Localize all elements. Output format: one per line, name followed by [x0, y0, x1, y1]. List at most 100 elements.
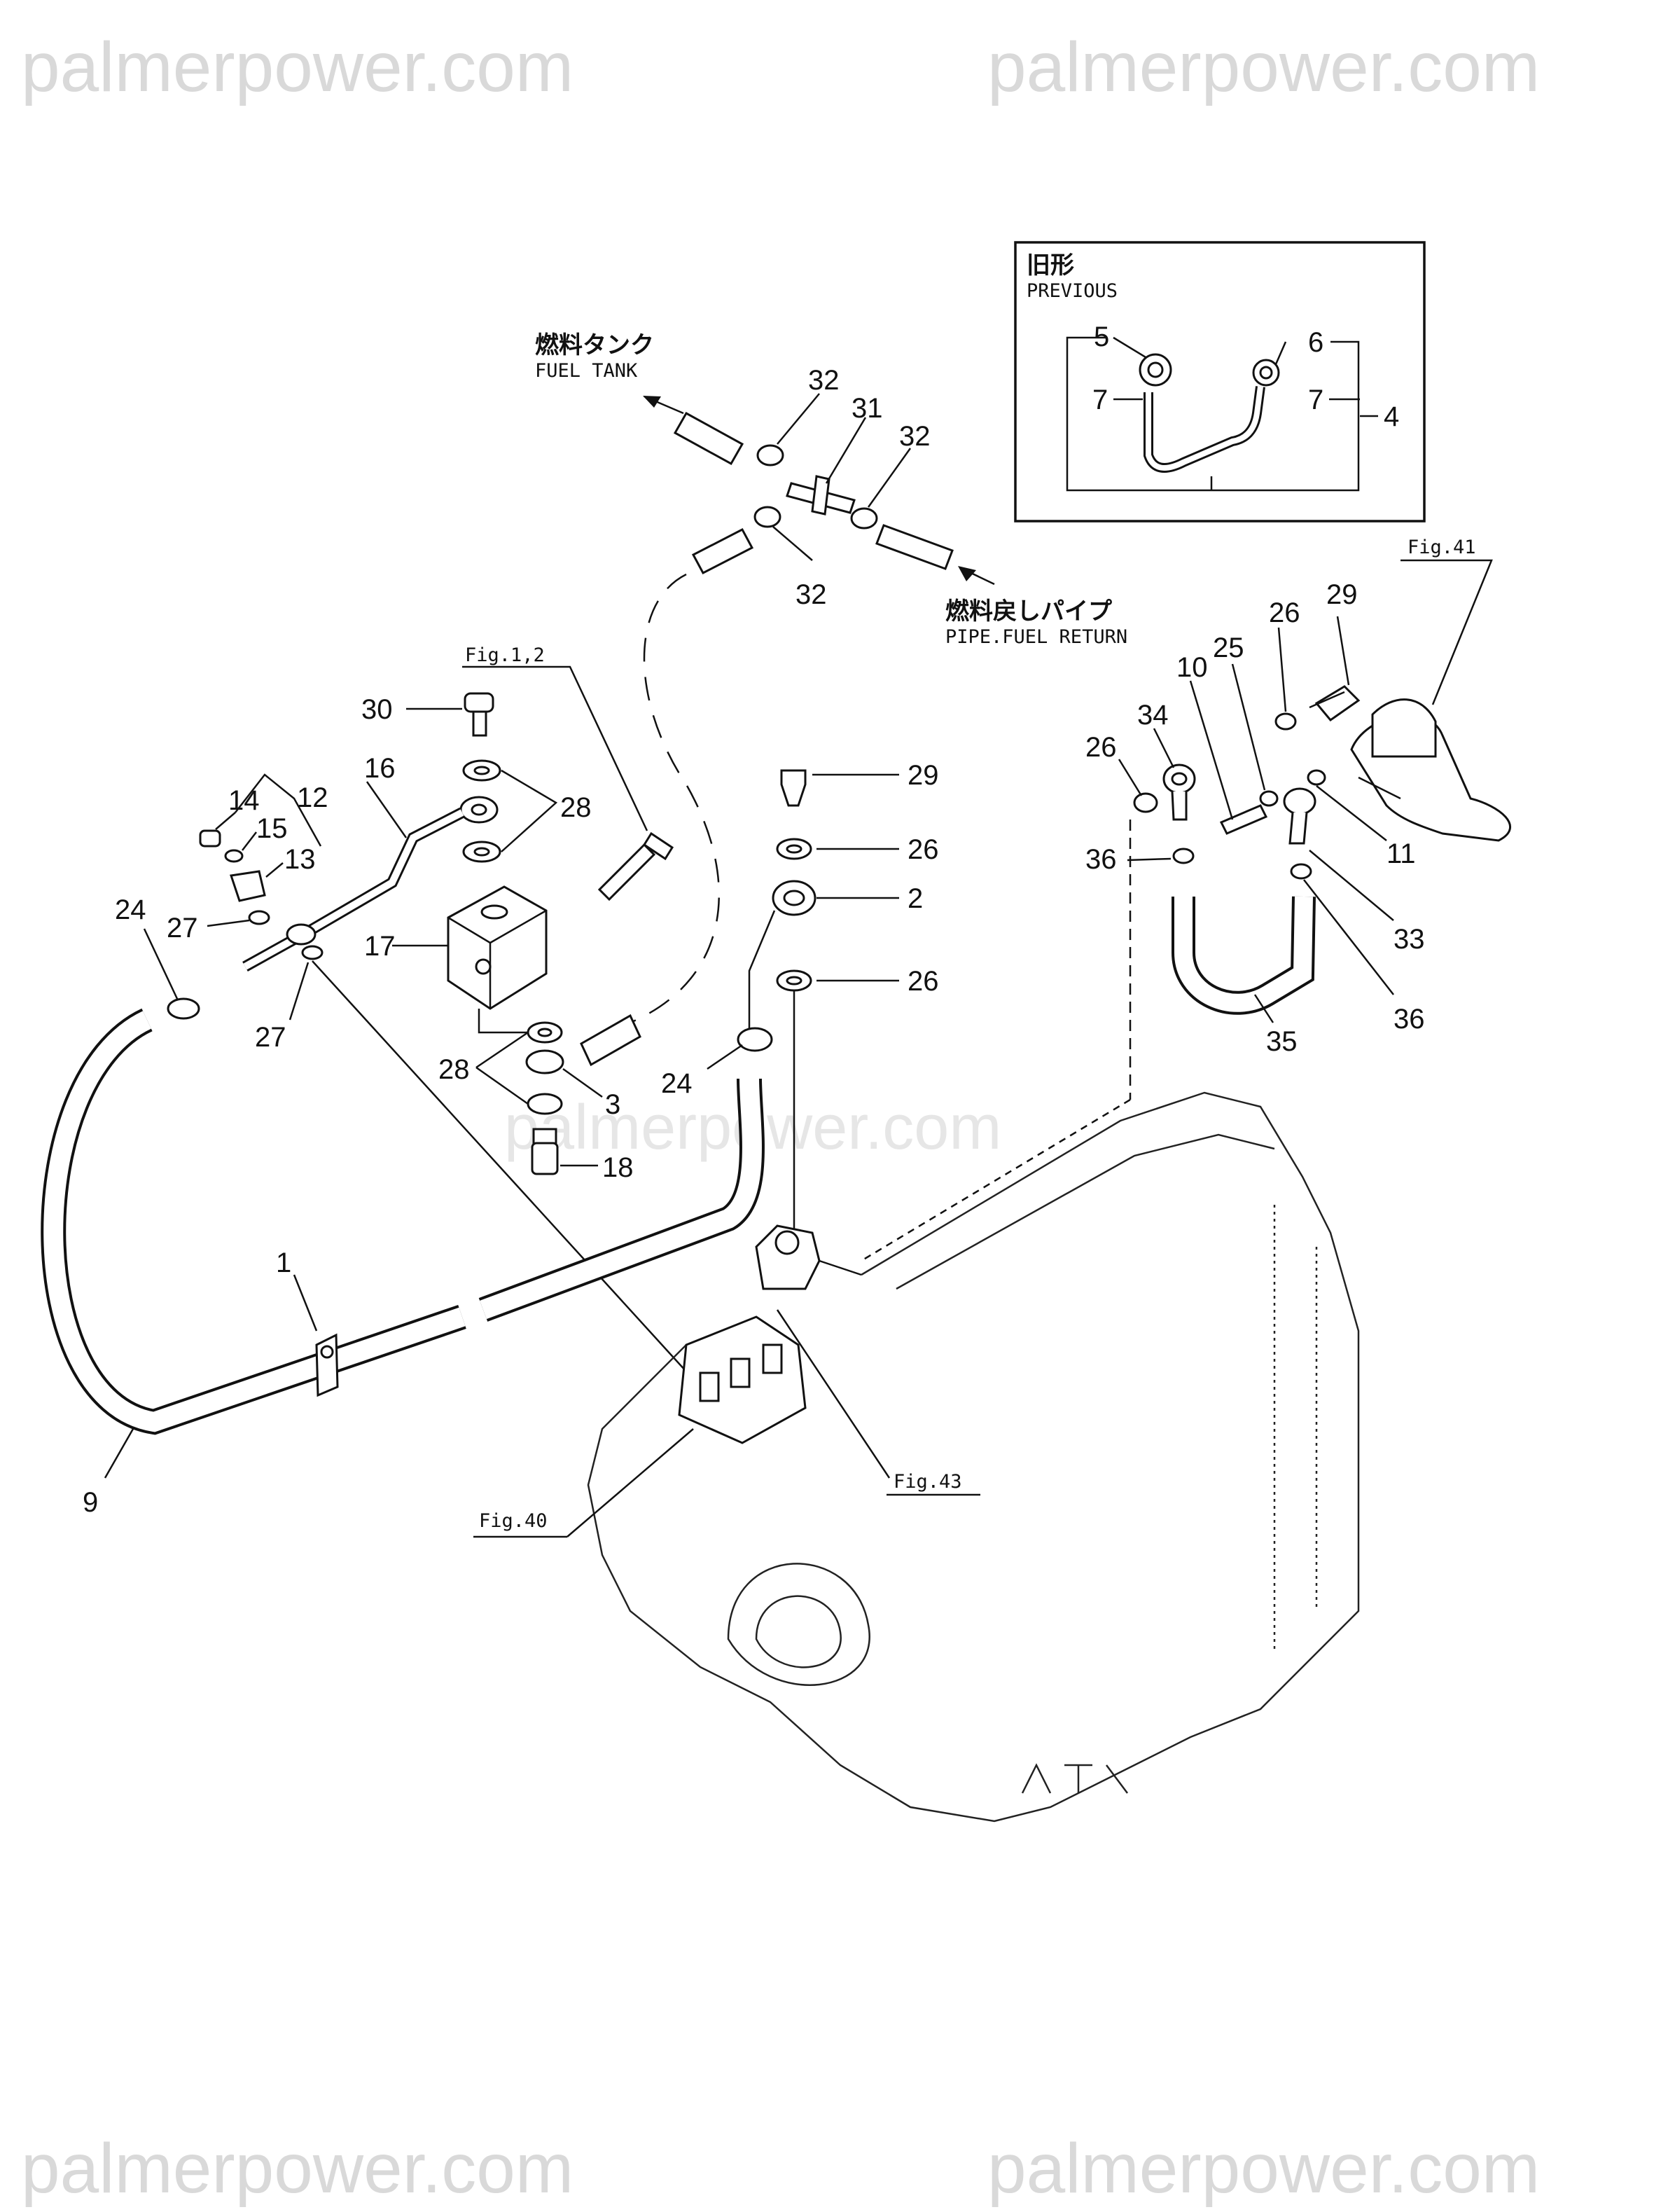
label-29-center: 29 — [908, 760, 939, 791]
label-18: 18 — [602, 1152, 634, 1183]
watermark-top-left: palmerpower.com — [21, 28, 574, 106]
label-26-lower: 26 — [908, 966, 939, 997]
label-14: 14 — [228, 785, 260, 816]
fuel-return-arrow — [958, 566, 976, 581]
label-28-bottom: 28 — [438, 1054, 470, 1085]
clip-36-right — [1290, 863, 1312, 880]
label-31: 31 — [852, 393, 883, 424]
washer-15 — [224, 849, 244, 863]
washer-27-b — [301, 945, 324, 960]
tee-joint-group: 燃料タンク FUEL TANK 32 31 32 32 燃料戻しパイプ PIPE… — [535, 331, 1127, 1067]
watermark-bottom-left: palmerpower.com — [21, 2129, 574, 2208]
label-28-top: 28 — [560, 792, 592, 823]
fuel-return-label-en: PIPE.FUEL RETURN — [945, 626, 1127, 648]
label-32-bottom: 32 — [795, 579, 827, 610]
engine-block: Fig.43 Fig.40 — [473, 1091, 1360, 1823]
label-32-right: 32 — [899, 421, 931, 452]
watermark-bottom-right: palmerpower.com — [987, 2129, 1540, 2208]
previous-inset: 旧形 PREVIOUS 5 6 7 7 4 — [1014, 241, 1426, 523]
hose-down — [691, 527, 754, 575]
inset-title-en: PREVIOUS — [1027, 280, 1118, 302]
clamp-32-bottom — [753, 506, 781, 528]
inset-bracket — [1066, 336, 1360, 492]
label-26-upper: 26 — [908, 834, 939, 865]
bolt-29-pump — [1314, 685, 1361, 722]
label-24-left: 24 — [115, 894, 146, 925]
label-36-left: 36 — [1085, 844, 1117, 875]
clamp-32-top — [756, 444, 784, 466]
label-27-b: 27 — [255, 1022, 286, 1053]
washer-27-a — [248, 910, 270, 925]
inset-frame — [1014, 241, 1426, 523]
label-1: 1 — [276, 1247, 291, 1278]
washer-26-left — [1133, 792, 1158, 813]
dashed-hose — [630, 573, 720, 1024]
fuel-pump-group: Fig.41 29 26 25 11 10 34 26 — [1085, 537, 1511, 1100]
center-stack-group: 29 26 2 26 — [748, 760, 939, 1243]
hose-return — [875, 524, 954, 570]
plug-14 — [199, 829, 221, 848]
inset-label-4: 4 — [1384, 401, 1399, 432]
fuel-tank-label-en: FUEL TANK — [535, 360, 638, 382]
label-16: 16 — [364, 753, 396, 784]
washer-25 — [1259, 790, 1279, 807]
label-27-a: 27 — [167, 913, 198, 943]
label-3: 3 — [605, 1089, 620, 1120]
washer-11 — [1307, 769, 1326, 786]
fig-43-ref: Fig.43 — [894, 1471, 962, 1493]
eye-16-end — [286, 923, 317, 946]
block-17 — [447, 885, 548, 1010]
label-13: 13 — [284, 844, 316, 875]
eye-3 — [525, 1049, 564, 1074]
label-35: 35 — [1266, 1026, 1298, 1057]
washer-28-d — [527, 1093, 563, 1115]
bolt-10 — [1219, 804, 1268, 835]
eye-connector — [1283, 787, 1316, 815]
fig-41-ref: Fig.41 — [1408, 537, 1476, 558]
clamp-24-mid — [737, 1027, 773, 1052]
label-26-pump: 26 — [1269, 597, 1300, 628]
label-9: 9 — [83, 1487, 98, 1518]
dashed-engine-line — [861, 1098, 1131, 1262]
label-10: 10 — [1176, 652, 1208, 683]
clamp-32-right — [850, 507, 878, 530]
fig-1-2-ref: Fig.1,2 — [465, 644, 545, 666]
label-11: 11 — [1386, 838, 1416, 869]
label-25: 25 — [1213, 633, 1244, 663]
label-24-mid: 24 — [661, 1068, 693, 1099]
label-32-top: 32 — [808, 365, 840, 396]
clip-36-left — [1172, 848, 1195, 864]
bolt-block — [642, 831, 674, 861]
main-hose-group: 24 1 9 24 — [41, 894, 773, 1518]
inset-title-jp: 旧形 — [1027, 251, 1074, 279]
fuel-return-label-jp: 燃料戻しパイプ — [945, 597, 1112, 625]
label-26-left: 26 — [1085, 732, 1117, 763]
hose-to-block — [580, 1014, 641, 1067]
fuel-tank-arrow — [643, 396, 661, 408]
hose-to-tank — [673, 411, 744, 466]
inset-label-5: 5 — [1094, 322, 1109, 352]
label-17: 17 — [364, 931, 396, 962]
bracket-1 — [315, 1333, 339, 1397]
engine-pulley — [727, 1563, 870, 1686]
inset-label-7-left: 7 — [1092, 385, 1108, 415]
hose-9 — [41, 1008, 466, 1435]
label-12: 12 — [297, 782, 328, 813]
plug-30 — [464, 692, 494, 713]
label-36-right: 36 — [1393, 1004, 1425, 1035]
inset-label-7-right: 7 — [1308, 385, 1323, 415]
bolt-29-center — [780, 769, 807, 807]
inset-label-6: 6 — [1308, 327, 1323, 358]
label-29-pump: 29 — [1326, 579, 1358, 610]
fig-40-ref: Fig.40 — [479, 1510, 548, 1532]
filter-block-group: Fig.1,2 30 28 17 28 3 — [167, 644, 701, 1388]
washer-26-pump — [1274, 712, 1297, 731]
label-2: 2 — [908, 883, 923, 914]
fuel-tank-label-jp: 燃料タンク — [535, 331, 654, 359]
watermark-top-right: palmerpower.com — [987, 28, 1540, 106]
label-34: 34 — [1137, 700, 1169, 731]
label-30: 30 — [361, 694, 393, 725]
bolt-13 — [230, 870, 266, 902]
clamp-24-left — [167, 997, 200, 1020]
